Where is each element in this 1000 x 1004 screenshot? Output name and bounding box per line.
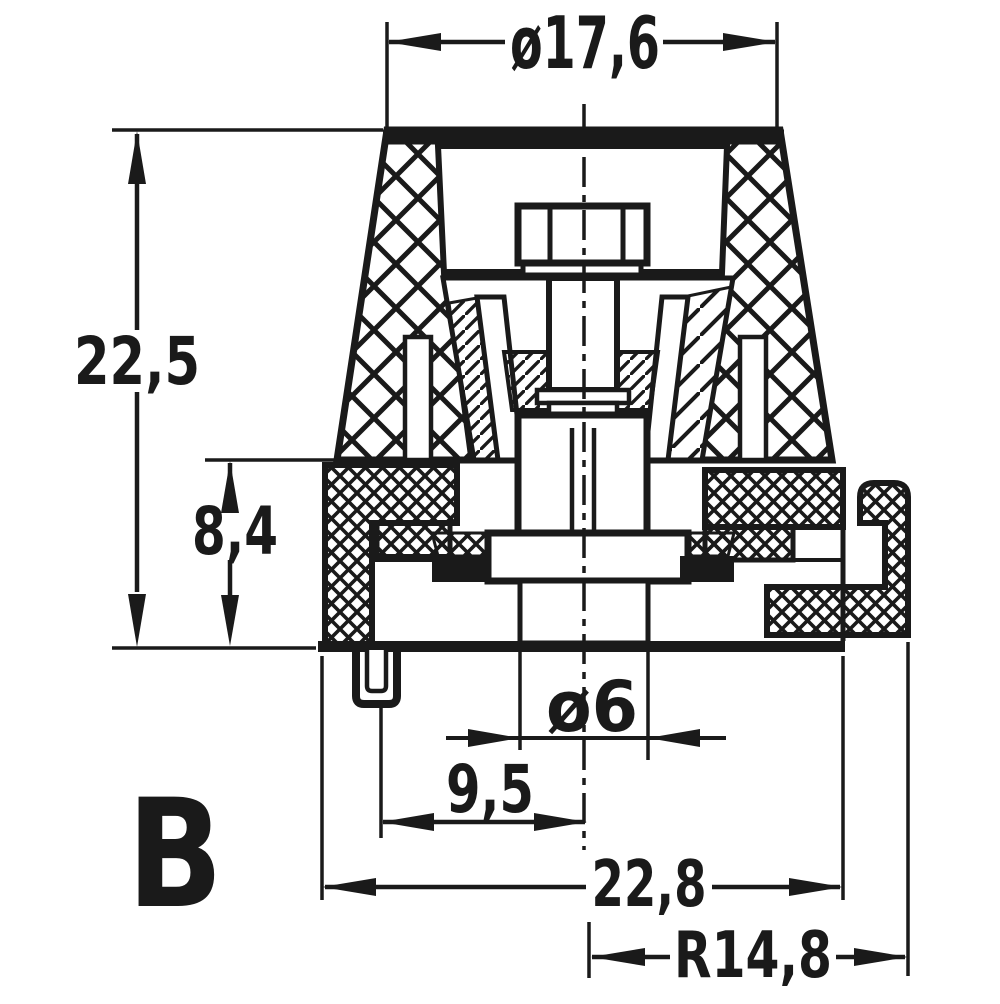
dim-body-width: 22,8: [320, 656, 845, 922]
mounting-clip-section: [764, 480, 911, 638]
screwdriver-slot: [569, 428, 597, 533]
knob-left-rib: [402, 334, 434, 463]
bottom-plate-edge: [318, 641, 845, 652]
dim-top-diameter: ø17,6: [385, 1, 779, 128]
dim-overall-height: 22,5: [74, 128, 383, 650]
dim-pin-offset: 9,5: [379, 708, 587, 838]
dim-top-diameter-label: ø17,6: [510, 1, 660, 85]
dim-shaft-diameter-label: ø6: [546, 666, 638, 748]
left-flange-section: [322, 462, 460, 648]
dim-overall-height-label: 22,5: [74, 323, 200, 400]
dim-body-width-label: 22,8: [592, 848, 707, 922]
view-label: B: [127, 768, 223, 942]
solder-pin: [352, 650, 401, 708]
dim-flange-height-label: 8,4: [192, 493, 278, 570]
dim-mounting-radius: R14,8: [587, 642, 910, 993]
dim-pin-offset-label: 9,5: [446, 751, 534, 828]
rotor-base: [484, 529, 692, 585]
knob-right-rib: [737, 334, 769, 463]
dim-flange-height: 8,4: [192, 458, 335, 646]
dim-mounting-radius-label: R14,8: [674, 919, 832, 993]
dim-shaft-diameter: ø6: [446, 585, 726, 760]
